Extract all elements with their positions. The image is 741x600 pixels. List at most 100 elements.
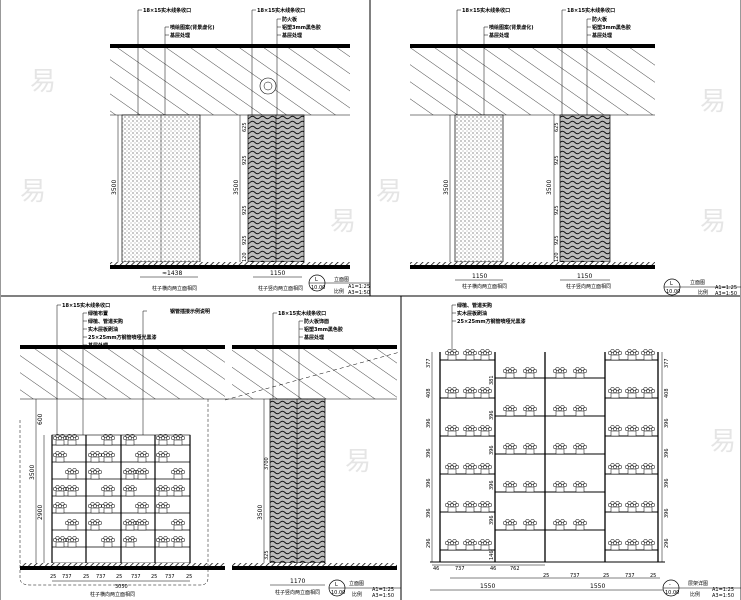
svg-text:绿植、管道买购: 绿植、管道买购 bbox=[457, 302, 492, 309]
plant-leaf bbox=[178, 433, 183, 439]
plant-leaf bbox=[127, 520, 133, 526]
plant-leaf bbox=[163, 433, 168, 439]
plant-leaf bbox=[170, 435, 176, 441]
dimension-label: 408 bbox=[426, 388, 432, 398]
plant-leaf bbox=[532, 444, 538, 450]
plant-leaf bbox=[103, 450, 108, 456]
plant-leaf bbox=[482, 426, 488, 432]
plant-leaf bbox=[532, 520, 538, 526]
svg-text:1550: 1550 bbox=[590, 583, 605, 590]
plant-pot bbox=[125, 473, 135, 480]
svg-text:1550: 1550 bbox=[480, 583, 495, 590]
plant-leaf bbox=[454, 426, 460, 432]
plant-leaf bbox=[87, 520, 93, 526]
plant-leaf bbox=[640, 426, 646, 432]
plant-leaf bbox=[610, 538, 615, 544]
plant-pot bbox=[575, 524, 585, 531]
plant-leaf bbox=[175, 537, 181, 543]
plant-leaf bbox=[607, 540, 613, 546]
plant-leaf bbox=[137, 450, 142, 456]
plant-leaf bbox=[64, 469, 70, 475]
plant-pot bbox=[643, 544, 653, 551]
plant-leaf bbox=[562, 406, 568, 412]
plant-leaf bbox=[634, 426, 640, 432]
plant-leaf bbox=[110, 435, 116, 441]
plant-pot bbox=[125, 541, 135, 548]
svg-text:18×15实木线条收口: 18×15实木线条收口 bbox=[143, 7, 191, 14]
plant-leaf bbox=[502, 406, 508, 412]
plant-leaf bbox=[610, 462, 615, 468]
plant-pot bbox=[555, 372, 565, 379]
svg-text:A1=1:25: A1=1:25 bbox=[712, 587, 734, 593]
plant-pot bbox=[525, 486, 535, 493]
plant-leaf bbox=[62, 435, 68, 441]
plant-leaf bbox=[512, 482, 518, 488]
plant-leaf bbox=[522, 520, 528, 526]
svg-text:易: 易 bbox=[20, 177, 46, 207]
svg-text:925: 925 bbox=[242, 205, 248, 215]
plant-pot bbox=[505, 486, 515, 493]
plant-leaf bbox=[612, 464, 618, 470]
svg-text:柱子竖向两立面相同: 柱子竖向两立面相同 bbox=[275, 589, 320, 596]
plant-leaf bbox=[632, 348, 637, 354]
plant-leaf bbox=[512, 520, 518, 526]
plant-leaf bbox=[144, 469, 150, 475]
plant-leaf bbox=[555, 518, 560, 524]
plant-leaf bbox=[640, 464, 646, 470]
plant-leaf bbox=[105, 452, 111, 458]
plant-leaf bbox=[178, 467, 183, 473]
plant-leaf bbox=[87, 503, 93, 509]
plant-leaf bbox=[108, 484, 113, 490]
plant-leaf bbox=[170, 537, 176, 543]
plant-leaf bbox=[103, 484, 108, 490]
section-tag: L 10.00 立面图 比例 A1=1:25 A3=1:50 bbox=[308, 274, 370, 296]
plant-leaf bbox=[465, 538, 470, 544]
plant-leaf bbox=[130, 518, 135, 524]
svg-text:10.00: 10.00 bbox=[665, 590, 679, 596]
plant-leaf bbox=[648, 538, 653, 544]
svg-text:层架详图: 层架详图 bbox=[688, 580, 708, 587]
plant-leaf bbox=[572, 444, 578, 450]
plant-leaf bbox=[650, 388, 656, 394]
plant-leaf bbox=[487, 502, 493, 508]
plant-leaf bbox=[632, 500, 637, 506]
plant-leaf bbox=[62, 503, 68, 509]
plant-leaf bbox=[650, 426, 656, 432]
plant-leaf bbox=[447, 500, 452, 506]
plant-pot bbox=[103, 541, 113, 548]
plant-pot bbox=[67, 439, 77, 446]
plant-leaf bbox=[462, 502, 468, 508]
dimension-label: 396 bbox=[664, 508, 670, 518]
plant-pot bbox=[480, 506, 490, 513]
plant-leaf bbox=[525, 366, 530, 372]
svg-text:柱子横向两立面相同: 柱子横向两立面相同 bbox=[90, 591, 135, 598]
plant-leaf bbox=[60, 484, 65, 490]
plant-leaf bbox=[444, 464, 450, 470]
plant-leaf bbox=[142, 501, 147, 507]
plant-pot bbox=[627, 468, 637, 475]
plant-leaf bbox=[552, 444, 558, 450]
svg-text:25: 25 bbox=[50, 574, 56, 580]
plant-leaf bbox=[485, 462, 490, 468]
plant-leaf bbox=[452, 500, 457, 506]
plant-leaf bbox=[502, 368, 508, 374]
plant-leaf bbox=[60, 450, 65, 456]
svg-text:18×15实木线条收口: 18×15实木线条收口 bbox=[257, 7, 305, 14]
plant-leaf bbox=[510, 442, 515, 448]
plant-leaf bbox=[648, 348, 653, 354]
plant-leaf bbox=[69, 469, 75, 475]
plant-leaf bbox=[74, 520, 80, 526]
plant-leaf bbox=[110, 503, 116, 509]
plant-leaf bbox=[522, 482, 528, 488]
plant-pot bbox=[103, 490, 113, 497]
plant-leaf bbox=[444, 540, 450, 546]
plant-pot bbox=[137, 473, 147, 480]
plant-leaf bbox=[467, 502, 473, 508]
plant-leaf bbox=[470, 386, 475, 392]
svg-text:铝塑3mm黑色胶: 铝塑3mm黑色胶 bbox=[592, 24, 631, 31]
plant-leaf bbox=[627, 424, 632, 430]
plant-leaf bbox=[125, 433, 130, 439]
plant-pot bbox=[158, 439, 168, 446]
plant-leaf bbox=[139, 469, 145, 475]
